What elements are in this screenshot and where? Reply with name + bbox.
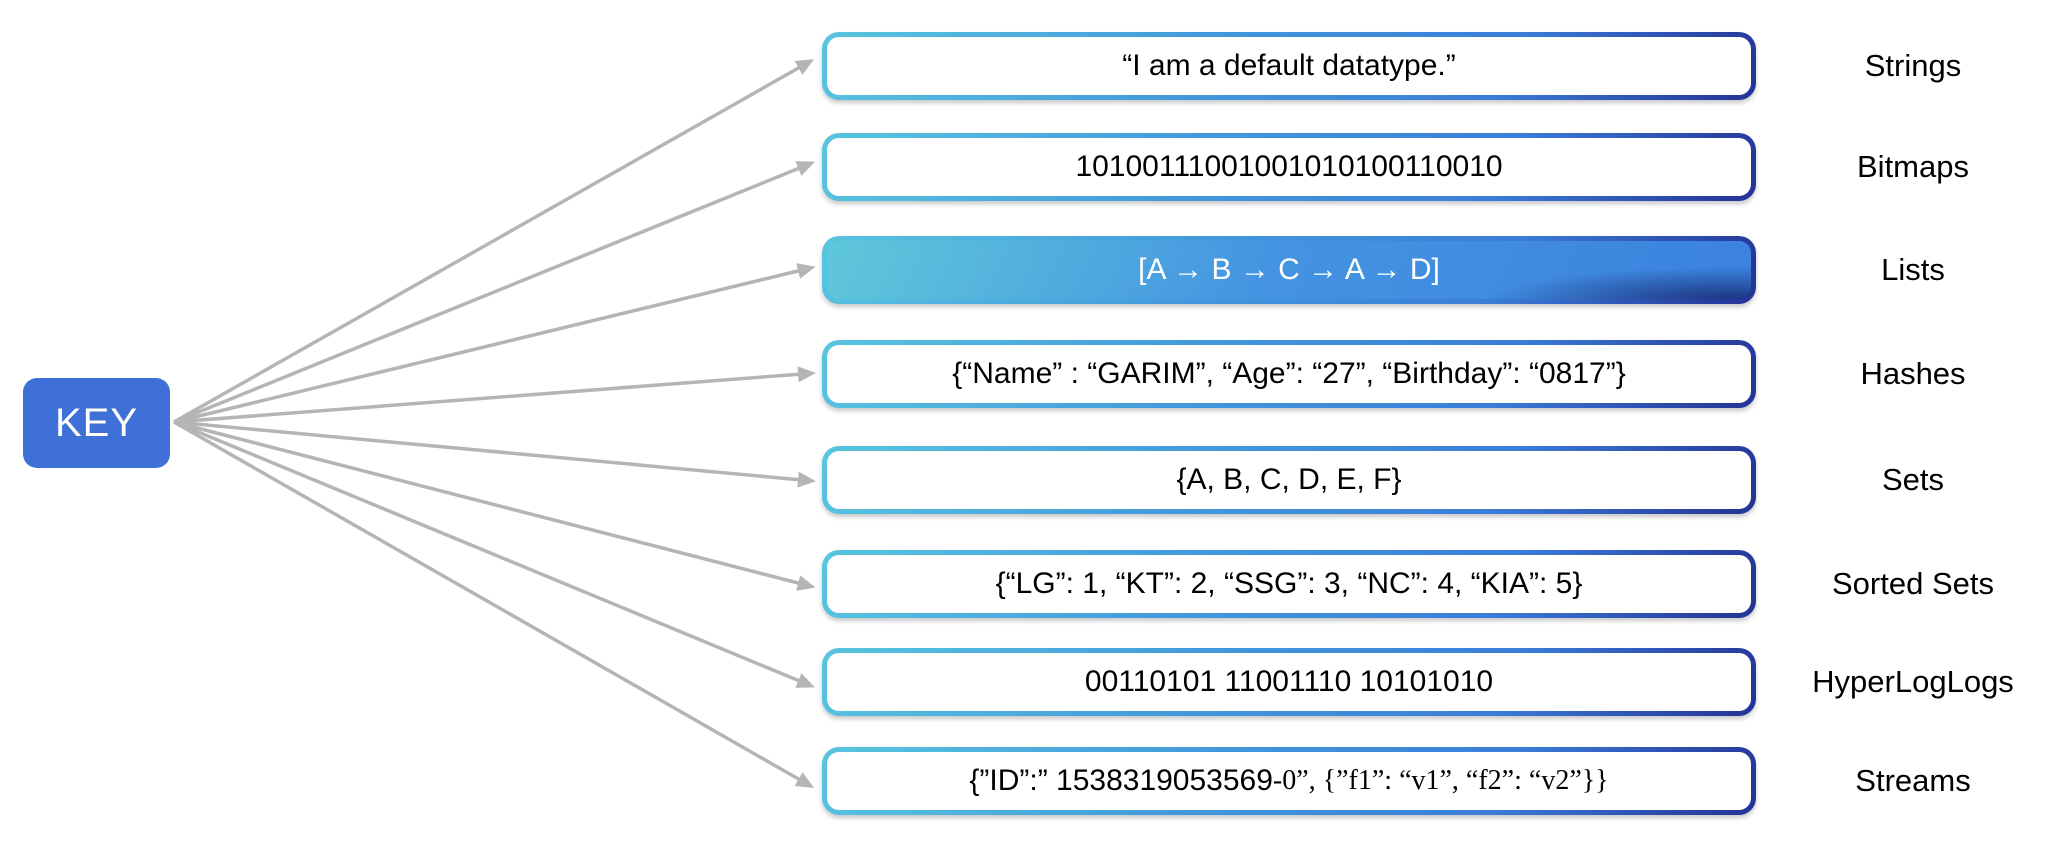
datatype-box-bitmaps: 10100111001001010100110010 — [822, 133, 1756, 201]
datatype-value-lists: [A → B → C → A → D] — [827, 241, 1751, 299]
datatype-label-lists: Lists — [1881, 252, 1945, 287]
arrow-line — [173, 263, 816, 424]
datatype-value-hyperloglogs: 00110101 11001110 10101010 — [827, 653, 1751, 711]
datatype-value-hashes: {“Name” : “GARIM”, “Age”: “27”, “Birthda… — [827, 345, 1751, 403]
streams-value-sans: {”ID”:” 1538319053569 — [969, 764, 1273, 797]
datatype-label-hyperloglogs: HyperLogLogs — [1812, 664, 2014, 699]
datatype-label-streams: Streams — [1855, 763, 1971, 798]
datatype-box-hyperloglogs: 00110101 11001110 10101010 — [822, 648, 1756, 716]
datatype-value-sorted-sets: {“LG”: 1, “KT”: 2, “SSG”: 3, “NC”: 4, “K… — [827, 555, 1751, 613]
datatype-value-strings: “I am a default datatype.” — [827, 37, 1751, 95]
datatype-label-bitmaps: Bitmaps — [1857, 149, 1969, 184]
datatype-box-sorted-sets: {“LG”: 1, “KT”: 2, “SSG”: 3, “NC”: 4, “K… — [822, 550, 1756, 618]
datatype-label-sets: Sets — [1881, 462, 1945, 497]
datatype-value-sets: {A, B, C, D, E, F} — [827, 451, 1751, 509]
datatype-label-hashes: Hashes — [1860, 356, 1966, 391]
arrow-line — [173, 161, 815, 424]
datatype-label-sorted-sets: Sorted Sets — [1832, 566, 1994, 601]
arrow-line — [173, 59, 815, 424]
key-node: KEY — [23, 378, 170, 468]
datatype-value-bitmaps: 10100111001001010100110010 — [827, 138, 1751, 196]
arrow-line — [173, 366, 816, 424]
key-label: KEY — [54, 400, 139, 445]
datatype-box-sets: {A, B, C, D, E, F} — [822, 446, 1756, 514]
datatype-box-lists: [A → B → C → A → D] — [822, 236, 1756, 304]
arrow-line — [173, 420, 815, 688]
streams-value-serif: -0”, {”f1”: “v1”, “f2”: “v2”}} — [1272, 765, 1609, 796]
datatype-box-hashes: {“Name” : “GARIM”, “Age”: “27”, “Birthda… — [822, 340, 1756, 408]
arrow-line — [173, 420, 815, 788]
arrow-line — [173, 420, 816, 488]
arrow-line — [173, 420, 816, 591]
datatype-value-streams: {”ID”:” 1538319053569 -0”, {”f1”: “v1”, … — [827, 752, 1751, 810]
datatype-box-streams: {”ID”:” 1538319053569 -0”, {”f1”: “v1”, … — [822, 747, 1756, 815]
datatype-label-strings: Strings — [1864, 48, 1962, 83]
datatype-box-strings: “I am a default datatype.” — [822, 32, 1756, 100]
